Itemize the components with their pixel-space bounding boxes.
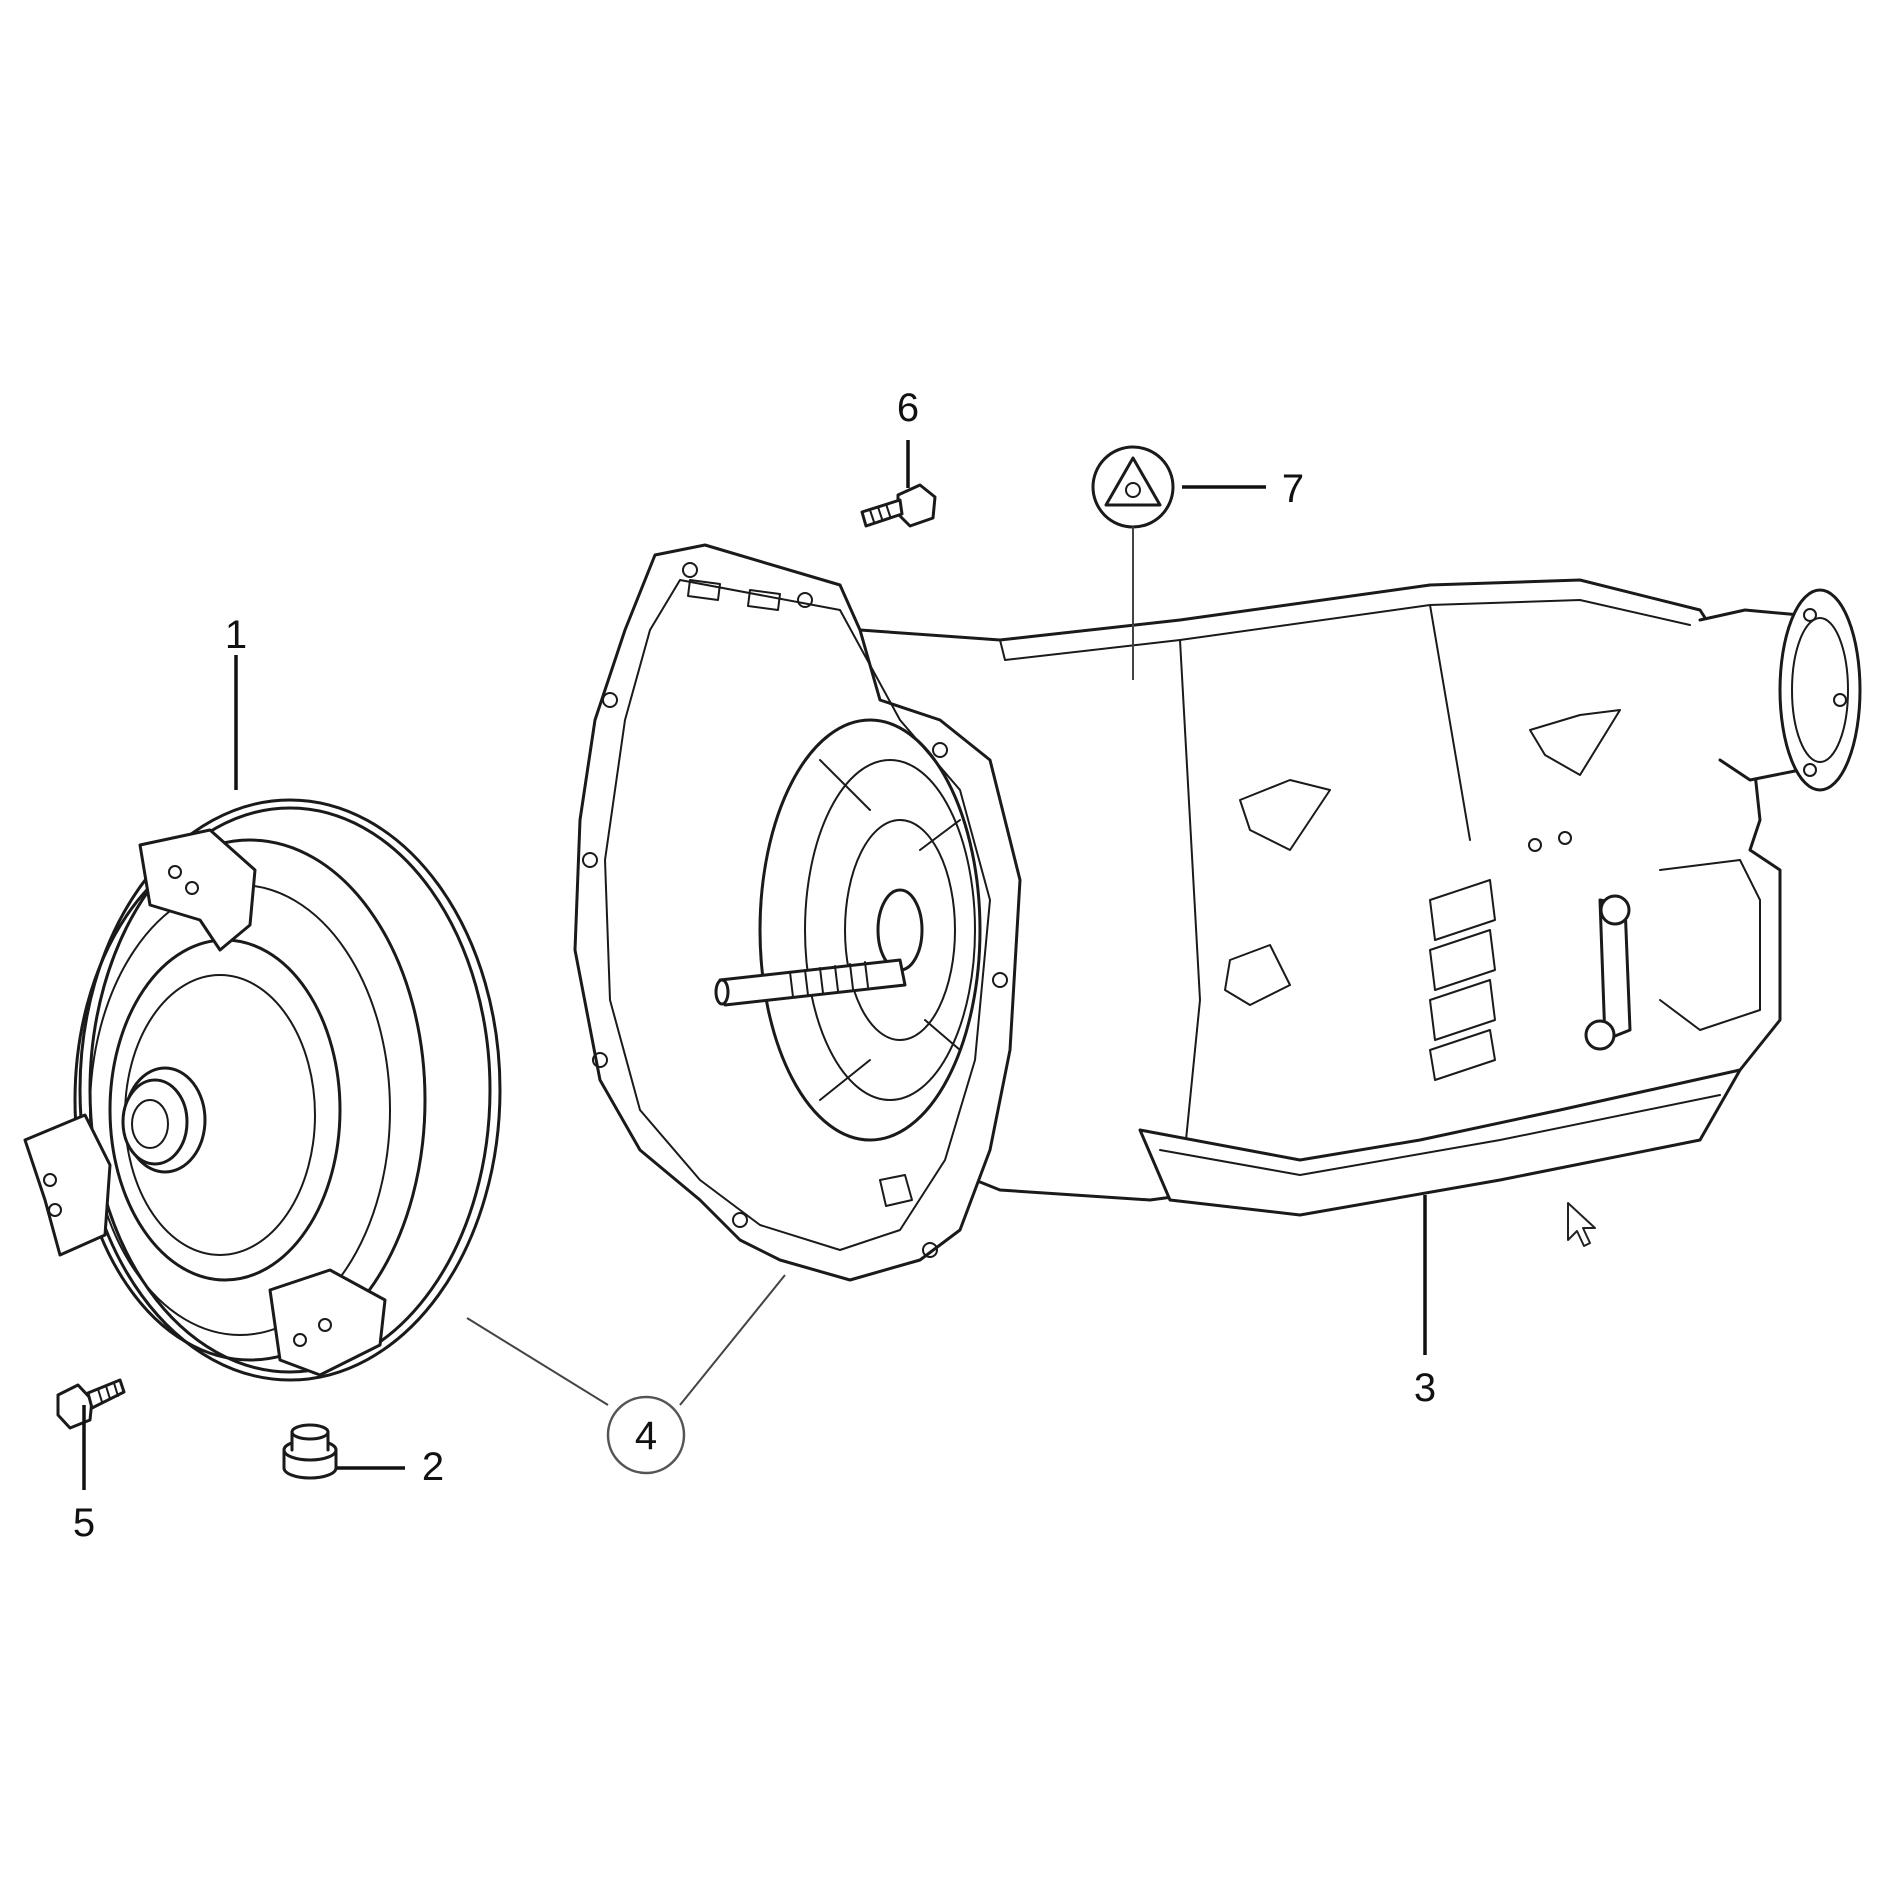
callout-label: 5 <box>73 1501 95 1545</box>
bolt-6 <box>860 483 937 528</box>
callout-label: 1 <box>225 613 247 657</box>
leader-lines <box>82 440 1427 1490</box>
drain-plug <box>282 1423 338 1480</box>
callout-2: 2 <box>422 1445 444 1489</box>
mouse-pointer-icon <box>1567 1202 1596 1247</box>
callout-4: 4 <box>606 1395 686 1475</box>
torque-converter <box>23 798 502 1382</box>
callout-label: 6 <box>897 386 919 430</box>
callout-6: 6 <box>897 386 919 430</box>
callout-label: 4 <box>635 1414 657 1458</box>
callout-label: 2 <box>422 1445 444 1489</box>
callout-3: 3 <box>1414 1366 1436 1410</box>
bolt-5 <box>56 1378 126 1430</box>
warning-symbol <box>1091 445 1175 529</box>
callout-5: 5 <box>73 1501 95 1545</box>
callout-circle <box>606 1395 686 1475</box>
callout-7: 7 <box>1282 467 1304 511</box>
transmission-assembly <box>573 543 1862 1282</box>
callout-label: 3 <box>1414 1366 1436 1410</box>
callout-1: 1 <box>225 613 247 657</box>
callout-label: 7 <box>1282 467 1304 511</box>
